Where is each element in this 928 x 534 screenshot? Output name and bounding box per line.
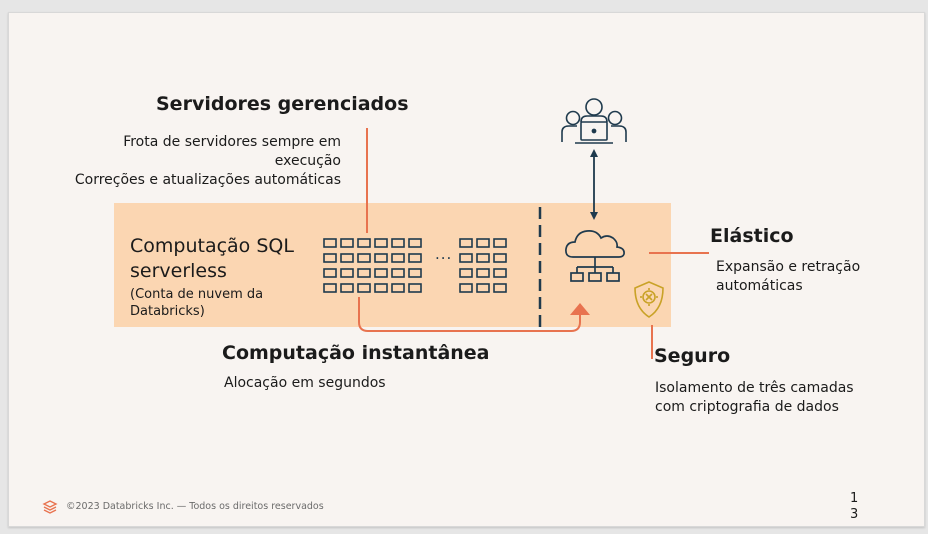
instant-compute-line1: Alocação em segundos	[224, 375, 386, 391]
elastic-description: Expansão e retração automáticas	[716, 258, 860, 296]
serverless-title-line2: serverless	[130, 260, 227, 282]
managed-servers-description: Frota de servidores sempre em execução C…	[41, 133, 341, 190]
managed-servers-line3: Correções e atualizações automáticas	[74, 172, 341, 188]
secure-description: Isolamento de três camadas com criptogra…	[655, 379, 854, 417]
serverless-sub-line2: Databricks)	[130, 304, 205, 319]
grid-ellipsis: ...	[435, 245, 453, 263]
serverless-label: Computação SQL serverless (Conta de nuve…	[130, 234, 294, 320]
page-number-line2: 3	[850, 507, 859, 522]
shield-icon	[634, 281, 664, 318]
users-laptop-icon	[561, 98, 627, 144]
managed-servers-title: Servidores gerenciados	[156, 93, 409, 115]
serverless-sub-line1: (Conta de nuvem da	[130, 287, 264, 302]
managed-servers-line1: Frota de servidores sempre em	[123, 134, 341, 150]
managed-servers-line2: execução	[274, 153, 341, 169]
secure-line1: Isolamento de três camadas	[655, 380, 854, 396]
page-number-line1: 1	[850, 491, 859, 506]
elastic-title: Elástico	[710, 225, 794, 247]
instant-compute-title: Computação instantânea	[222, 342, 490, 364]
elastic-line2: automáticas	[716, 278, 803, 294]
slide: Servidores gerenciados Frota de servidor…	[8, 12, 925, 527]
cloud-network-icon	[565, 230, 625, 282]
arrow-up-head	[590, 149, 598, 157]
secure-line2: com criptografia de dados	[655, 399, 839, 415]
databricks-logo-icon	[42, 500, 58, 514]
page-number: 1 3	[850, 491, 858, 523]
serverless-title-line1: Computação SQL	[130, 235, 294, 257]
elastic-line1: Expansão e retração	[716, 259, 861, 275]
footer-copyright: ©2023 Databricks Inc. — Todos os direito…	[66, 501, 324, 512]
secure-title: Seguro	[654, 345, 731, 367]
